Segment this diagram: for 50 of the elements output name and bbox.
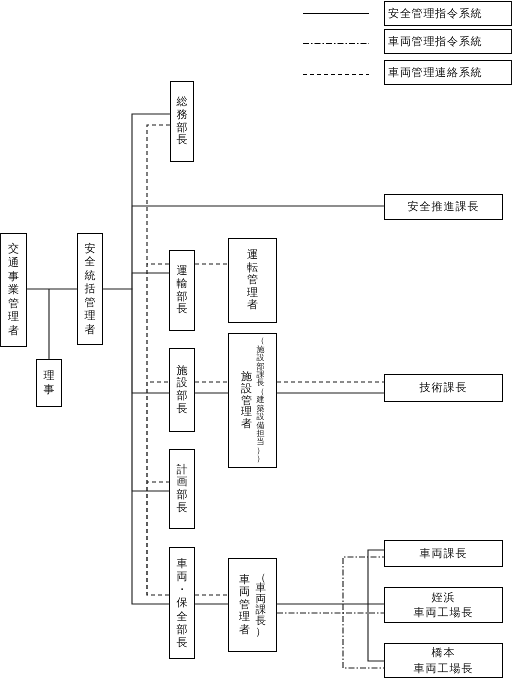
- connector-line: [195, 603, 228, 605]
- position-box: [384, 374, 503, 402]
- legend-label: 車両管理連絡系統: [384, 60, 512, 85]
- position-title: 運転管理者: [246, 249, 259, 312]
- connector-line: [277, 392, 384, 394]
- position-title: 施設管理者: [240, 371, 253, 430]
- position-box: [384, 587, 503, 623]
- position-box: [169, 449, 195, 529]
- position-box: [384, 643, 503, 678]
- position-title: 車両管理者: [238, 574, 251, 636]
- position-box: [228, 558, 277, 652]
- position-title: 理事: [42, 369, 56, 397]
- position-title: 運輸部長: [176, 265, 188, 316]
- connector-line: [277, 612, 384, 669]
- position-title: 総務部長: [176, 96, 188, 147]
- legend-label: 安全管理指令系統: [384, 1, 512, 26]
- position-box: [36, 359, 62, 407]
- connector-line: [27, 288, 50, 359]
- connector-line: [195, 392, 228, 394]
- position-box: [0, 233, 27, 347]
- position-title: 車両・保全部長: [176, 556, 188, 650]
- position-box: [169, 547, 195, 659]
- connector-line: [195, 594, 228, 596]
- position-note: （施設部課長（建築設備担当））: [256, 337, 265, 464]
- position-box: [228, 333, 277, 468]
- connector-line: [146, 481, 169, 596]
- position-box: [169, 348, 195, 432]
- connector-line: [277, 381, 384, 383]
- position-title: 車両工場長: [414, 660, 474, 676]
- position-title: 技術課長: [420, 380, 468, 396]
- position-title: 安全推進課長: [408, 199, 480, 215]
- position-box: [169, 250, 195, 331]
- position-title: 安全統括管理者: [84, 242, 96, 336]
- position-box: [384, 540, 503, 567]
- connector-line: [195, 381, 228, 383]
- position-box: [77, 233, 103, 345]
- connector-line: [195, 263, 228, 265]
- position-note: （車両課長）: [254, 572, 267, 638]
- site-name: 橋本: [432, 645, 456, 660]
- position-title: 計画部長: [176, 464, 188, 514]
- position-title: 施設部長: [176, 364, 188, 416]
- position-box: [228, 238, 277, 323]
- legend-label: 車両管理指令系統: [384, 29, 512, 54]
- position-title: 交通事業管理者: [7, 242, 20, 338]
- position-title: 車両課長: [420, 546, 468, 562]
- position-title: 車両工場長: [414, 605, 474, 620]
- position-box: [170, 81, 194, 162]
- position-box: [384, 194, 503, 220]
- site-name: 姪浜: [432, 590, 456, 605]
- connector-line: [103, 288, 169, 605]
